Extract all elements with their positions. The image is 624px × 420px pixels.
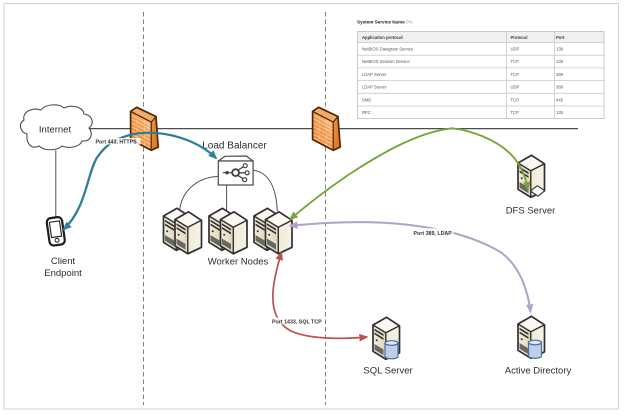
svg-text:SMB: SMB — [362, 97, 371, 102]
svg-text:Endpoint: Endpoint — [44, 268, 82, 279]
svg-text:389: 389 — [556, 85, 564, 90]
svg-text:LDAP Server: LDAP Server — [362, 85, 387, 90]
svg-text:Worker Nodes: Worker Nodes — [208, 257, 269, 268]
svg-text:DFS Server: DFS Server — [506, 206, 556, 217]
svg-text:SQL Server: SQL Server — [363, 366, 412, 377]
svg-text:TCP: TCP — [511, 97, 520, 102]
svg-text:445: 445 — [556, 97, 564, 102]
svg-text:UDP: UDP — [511, 85, 520, 90]
svg-text:System Service Name 0%: System Service Name 0% — [357, 20, 413, 25]
svg-text:Port 389, LDAP: Port 389, LDAP — [414, 231, 453, 237]
svg-text:NetBIOS Session Service: NetBIOS Session Service — [362, 59, 410, 64]
svg-text:TCP: TCP — [511, 59, 520, 64]
svg-text:389: 389 — [556, 72, 564, 77]
svg-text:139: 139 — [556, 59, 564, 64]
svg-text:NetBIOS Datagram Service: NetBIOS Datagram Service — [362, 47, 414, 52]
svg-text:Client: Client — [51, 256, 76, 267]
svg-text:UDP: UDP — [511, 47, 520, 52]
svg-text:Port: Port — [556, 35, 565, 40]
svg-text:Load Balancer: Load Balancer — [202, 140, 267, 151]
svg-text:135: 135 — [556, 110, 564, 115]
svg-text:Port 443, HTTPS: Port 443, HTTPS — [96, 139, 138, 145]
svg-text:Active Directory: Active Directory — [505, 366, 572, 377]
svg-text:LDAP Server: LDAP Server — [362, 72, 387, 77]
svg-text:Protocol: Protocol — [511, 35, 528, 40]
svg-text:TCP: TCP — [511, 72, 520, 77]
svg-text:Internet: Internet — [39, 125, 72, 136]
svg-text:Port 1433, SQL TCP: Port 1433, SQL TCP — [272, 319, 322, 325]
svg-text:Application protocol: Application protocol — [362, 35, 403, 40]
svg-text:138: 138 — [556, 47, 564, 52]
svg-text:RPC: RPC — [362, 110, 371, 115]
svg-text:TCP: TCP — [511, 110, 520, 115]
